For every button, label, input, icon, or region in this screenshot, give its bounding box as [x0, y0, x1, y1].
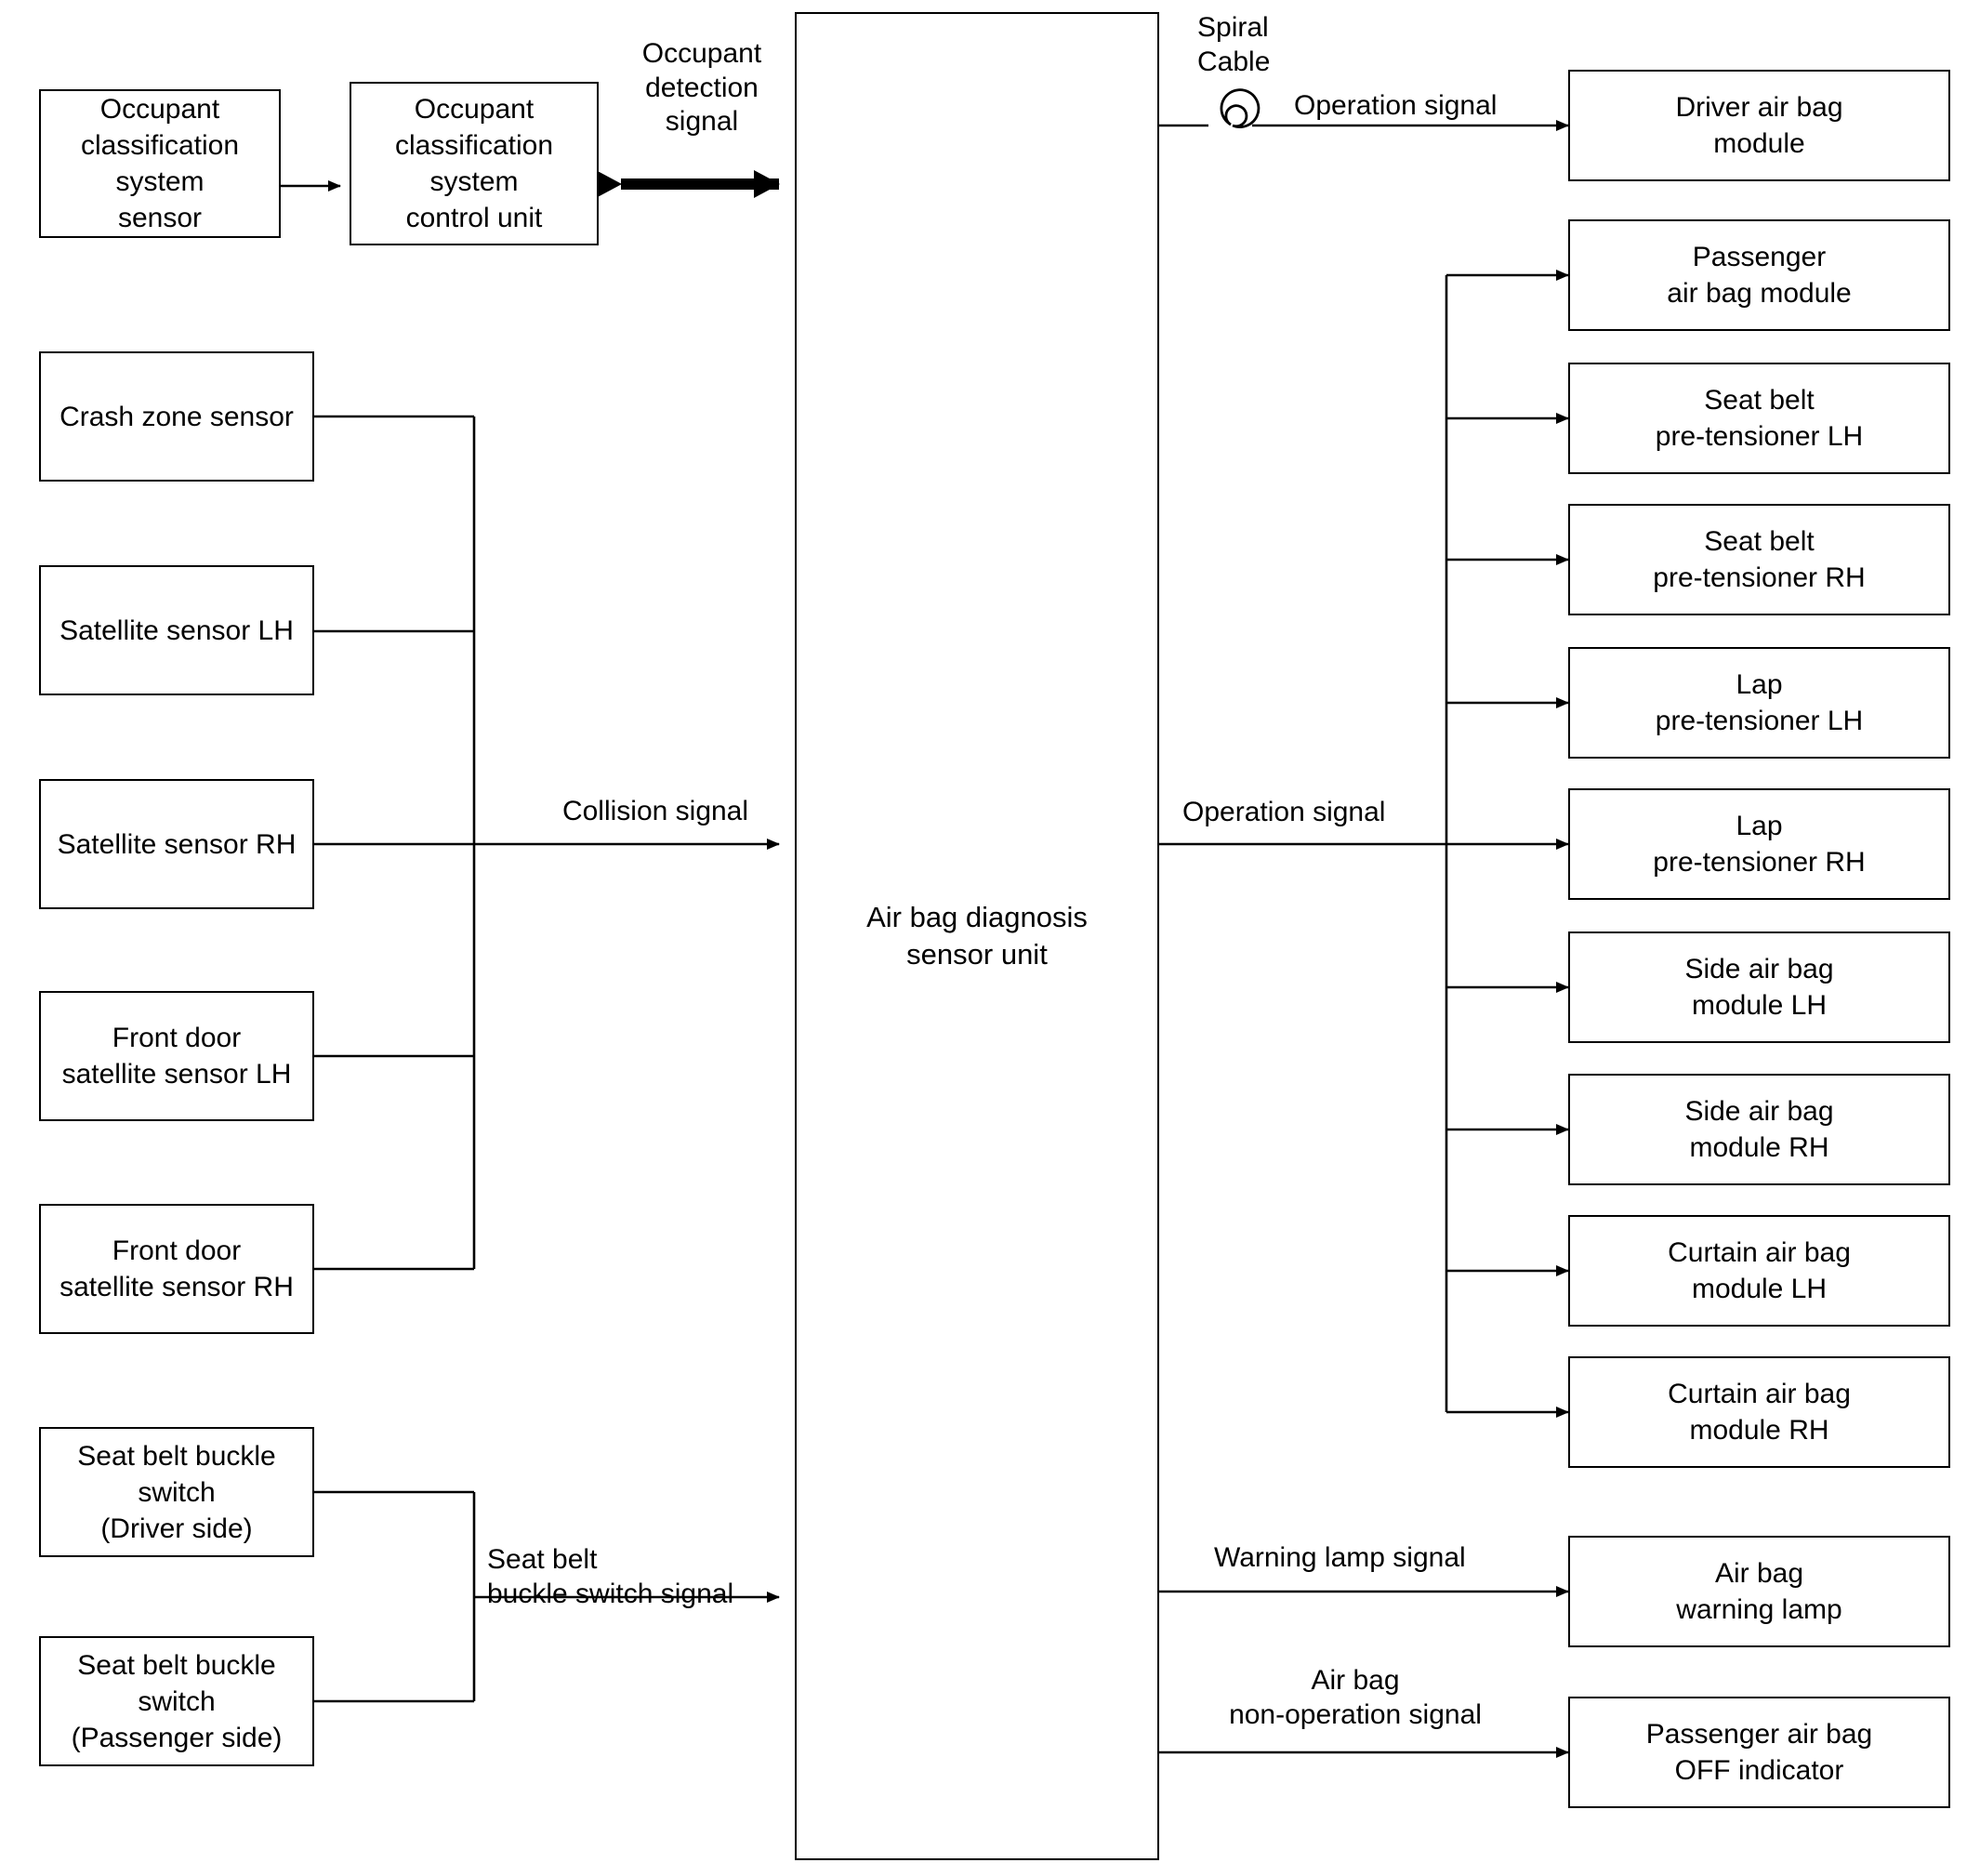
box-label: Satellite sensor RH [57, 828, 297, 860]
box-occupant-classification-system-control-unit[interactable]: Occupant classification system control u… [350, 82, 599, 245]
box-label: Curtain air bag module RH [1668, 1379, 1851, 1446]
signal-label-operation-mid: Operation signal [1182, 797, 1386, 827]
box-satellite-sensor-rh[interactable]: Satellite sensor RH [39, 779, 314, 909]
box-seat-belt-buckle-switch-passenger[interactable]: Seat belt buckle switch (Passenger side) [39, 1636, 314, 1766]
box-air-bag-diagnosis-sensor-unit[interactable]: Air bag diagnosis sensor unit [795, 12, 1159, 1860]
box-crash-zone-sensor[interactable]: Crash zone sensor [39, 351, 314, 482]
signal-label-non-operation: Air bag non-operation signal [1229, 1665, 1482, 1730]
box-label: Side air bag module RH [1684, 1096, 1834, 1163]
box-label: Seat belt buckle switch (Passenger side) [71, 1649, 283, 1753]
spiral-cable-label: Spiral Cable [1197, 12, 1271, 77]
box-passenger-air-bag-module[interactable]: Passenger air bag module [1568, 219, 1950, 331]
box-passenger-air-bag-off-indicator[interactable]: Passenger air bag OFF indicator [1568, 1697, 1950, 1808]
signal-label-buckle-switch: Seat belt buckle switch signal [487, 1544, 734, 1609]
box-label: Lap pre-tensioner LH [1655, 669, 1864, 736]
box-side-air-bag-module-lh[interactable]: Side air bag module LH [1568, 931, 1950, 1043]
box-seat-belt-buckle-switch-driver[interactable]: Seat belt buckle switch (Driver side) [39, 1427, 314, 1557]
box-curtain-air-bag-module-rh[interactable]: Curtain air bag module RH [1568, 1356, 1950, 1468]
signal-label-collision: Collision signal [561, 796, 749, 826]
box-label: Crash zone sensor [59, 401, 294, 432]
box-satellite-sensor-lh[interactable]: Satellite sensor LH [39, 565, 314, 695]
box-label: Satellite sensor LH [59, 614, 294, 646]
box-seat-belt-pre-tensioner-rh[interactable]: Seat belt pre-tensioner RH [1568, 504, 1950, 615]
signal-label-warning-lamp: Warning lamp signal [1214, 1542, 1466, 1573]
box-lap-pre-tensioner-rh[interactable]: Lap pre-tensioner RH [1568, 788, 1950, 900]
box-air-bag-warning-lamp[interactable]: Air bag warning lamp [1568, 1536, 1950, 1647]
box-label: Seat belt buckle switch (Driver side) [77, 1440, 276, 1544]
box-label: Lap pre-tensioner RH [1653, 811, 1866, 878]
box-lap-pre-tensioner-lh[interactable]: Lap pre-tensioner LH [1568, 647, 1950, 759]
box-label: Air bag warning lamp [1676, 1558, 1842, 1625]
box-label: Occupant classification system control u… [394, 94, 554, 233]
box-front-door-satellite-sensor-rh[interactable]: Front door satellite sensor RH [39, 1204, 314, 1334]
box-curtain-air-bag-module-lh[interactable]: Curtain air bag module LH [1568, 1215, 1950, 1327]
signal-label-occupant-detection: Occupant detection signal [641, 38, 762, 138]
box-label: Air bag diagnosis sensor unit [866, 900, 1088, 971]
box-label: Curtain air bag module LH [1668, 1237, 1851, 1304]
box-front-door-satellite-sensor-lh[interactable]: Front door satellite sensor LH [39, 991, 314, 1121]
signal-label-operation-top: Operation signal [1294, 90, 1498, 121]
box-label: Passenger air bag OFF indicator [1645, 1719, 1873, 1786]
box-driver-air-bag-module[interactable]: Driver air bag module [1568, 70, 1950, 181]
box-seat-belt-pre-tensioner-lh[interactable]: Seat belt pre-tensioner LH [1568, 363, 1950, 474]
box-label: Occupant classification system sensor [80, 94, 240, 233]
box-occupant-classification-system-sensor[interactable]: Occupant classification system sensor [39, 89, 281, 238]
box-label: Seat belt pre-tensioner LH [1655, 385, 1864, 452]
box-label: Front door satellite sensor RH [59, 1235, 294, 1302]
box-label: Driver air bag module [1675, 92, 1843, 159]
box-label: Side air bag module LH [1684, 954, 1834, 1021]
box-label: Front door satellite sensor LH [61, 1023, 292, 1090]
box-label: Seat belt pre-tensioner RH [1653, 526, 1866, 593]
box-side-air-bag-module-rh[interactable]: Side air bag module RH [1568, 1074, 1950, 1185]
box-label: Passenger air bag module [1667, 242, 1852, 309]
